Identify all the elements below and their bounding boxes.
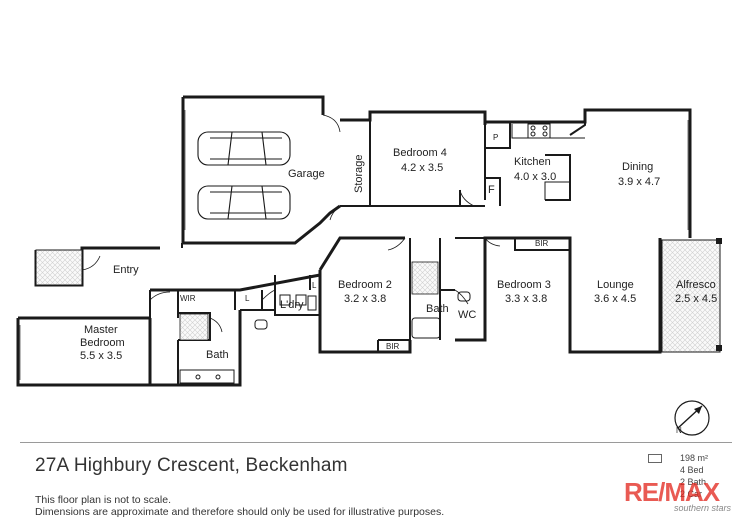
disclaimer-line-2: Dimensions are approximate and therefore… bbox=[35, 506, 445, 518]
compass-icon bbox=[674, 400, 710, 436]
ensuite-label: Bath bbox=[206, 349, 229, 361]
bir-label: BIR bbox=[386, 342, 400, 351]
baths-value: 2 Bath bbox=[680, 477, 707, 487]
linen-label-2: L bbox=[312, 281, 317, 290]
vanity-icon bbox=[179, 369, 235, 384]
floor-plan: Garage Storage Bedroom 4 4.2 x 3.5 P F K… bbox=[16, 95, 722, 436]
toilet-icon bbox=[254, 319, 268, 330]
wir-label: WIR bbox=[180, 294, 196, 303]
disclaimer-line-1: This floor plan is not to scale. bbox=[35, 494, 171, 506]
cooktop-icon bbox=[527, 123, 551, 139]
stat-cars: 2 Car bbox=[648, 488, 740, 500]
logo-subtitle: southern stars bbox=[674, 503, 732, 513]
bedroom4-size: 4.2 x 3.5 bbox=[401, 162, 443, 174]
logo-mark: RE/MAX bbox=[624, 477, 720, 507]
stat-baths: 2 Bath bbox=[648, 476, 740, 488]
garage-label: Garage bbox=[288, 168, 325, 180]
lounge-label: Lounge bbox=[597, 279, 634, 291]
compass-north: N bbox=[676, 426, 682, 435]
master-label-2: Bedroom bbox=[80, 337, 125, 349]
windows bbox=[19, 110, 691, 380]
bath-label: Bath bbox=[426, 303, 449, 315]
master-label: Master bbox=[84, 324, 118, 336]
divider bbox=[20, 442, 732, 443]
bedroom2-size: 3.2 x 3.8 bbox=[344, 293, 386, 305]
bath-fixtures bbox=[179, 291, 471, 384]
beds-value: 4 Bed bbox=[680, 465, 704, 475]
kitchen-size: 4.0 x 3.0 bbox=[514, 171, 556, 183]
compass: N bbox=[674, 400, 710, 436]
remax-logo: RE/MAX southern stars bbox=[624, 478, 734, 520]
sink-icon bbox=[307, 295, 317, 311]
bathtub-icon bbox=[411, 317, 441, 339]
room-labels: Garage Storage Bedroom 4 4.2 x 3.5 P F K… bbox=[80, 133, 717, 362]
wc-label: WC bbox=[458, 309, 476, 321]
car-icon bbox=[197, 131, 291, 166]
disclaimer: This floor plan is not to scale. Dimensi… bbox=[35, 494, 444, 518]
pantry-label: P bbox=[493, 133, 498, 142]
fridge-label: F bbox=[488, 184, 495, 196]
cars-value: 2 Car bbox=[680, 489, 703, 499]
entry-label: Entry bbox=[113, 264, 139, 276]
storage-label: Storage bbox=[353, 154, 365, 193]
alfresco-label: Alfresco bbox=[676, 279, 716, 291]
bedroom4-label: Bedroom 4 bbox=[393, 147, 447, 159]
stat-area: 198 m² bbox=[648, 452, 740, 464]
car-icons bbox=[197, 131, 291, 220]
kitchen-label: Kitchen bbox=[514, 156, 551, 168]
door-swings bbox=[81, 114, 501, 333]
car-icon bbox=[197, 185, 291, 220]
toilet-icon bbox=[457, 291, 471, 302]
laundry-label: L'dry bbox=[280, 299, 304, 311]
bedroom3-label: Bedroom 3 bbox=[497, 279, 551, 291]
property-stats: 198 m² 4 Bed 2 Bath 2 Car bbox=[648, 452, 740, 500]
bed-icon bbox=[648, 466, 662, 475]
stat-beds: 4 Bed bbox=[648, 464, 740, 476]
bedroom2-label: Bedroom 2 bbox=[338, 279, 392, 291]
area-value: 198 m² bbox=[680, 453, 709, 463]
dining-size: 3.9 x 4.7 bbox=[618, 176, 660, 188]
tub-icon bbox=[295, 294, 307, 306]
bir-label-2: BIR bbox=[535, 239, 549, 248]
bedroom3-size: 3.3 x 3.8 bbox=[505, 293, 547, 305]
washer-icon bbox=[279, 294, 291, 306]
area-icon bbox=[648, 453, 662, 463]
interior-walls bbox=[149, 110, 586, 385]
property-address: 27A Highbury Crescent, Beckenham bbox=[35, 455, 348, 476]
lounge-size: 3.6 x 4.5 bbox=[594, 293, 636, 305]
master-size: 5.5 x 3.5 bbox=[80, 350, 122, 362]
dining-label: Dining bbox=[622, 161, 653, 173]
alfresco-size: 2.5 x 4.5 bbox=[675, 293, 717, 305]
hatched-areas bbox=[35, 238, 722, 353]
linen-label: L bbox=[245, 294, 250, 303]
kitchen-fixtures bbox=[511, 123, 585, 200]
